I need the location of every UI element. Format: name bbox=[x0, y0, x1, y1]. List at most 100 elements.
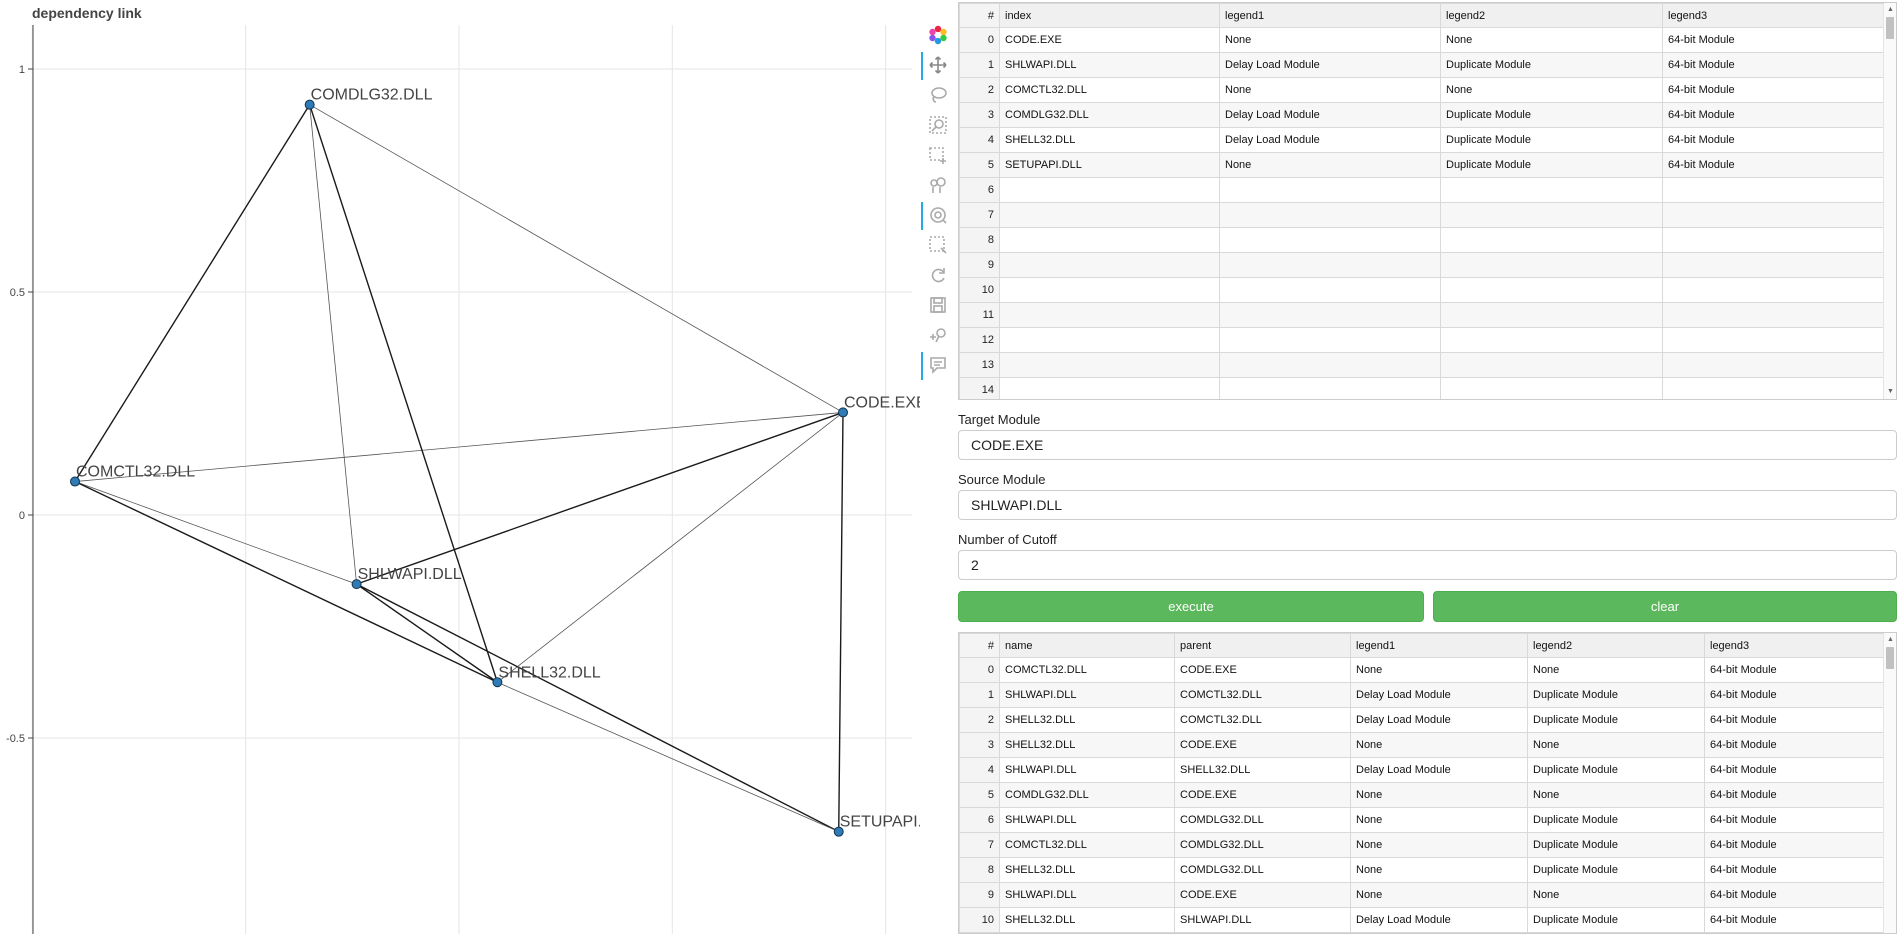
table-cell[interactable]: 64-bit Module bbox=[1704, 857, 1885, 883]
edge-line[interactable] bbox=[74, 412, 844, 482]
row-number[interactable]: 1 bbox=[959, 52, 1000, 78]
row-number[interactable]: 2 bbox=[959, 707, 1000, 733]
table-cell[interactable] bbox=[1662, 302, 1885, 328]
column-header[interactable]: # bbox=[959, 633, 1000, 658]
table-cell[interactable]: 64-bit Module bbox=[1662, 77, 1885, 103]
table-cell[interactable]: 64-bit Module bbox=[1662, 102, 1885, 128]
table-cell[interactable]: Duplicate Module bbox=[1527, 757, 1705, 783]
edge-line[interactable] bbox=[356, 583, 840, 833]
row-number[interactable]: 8 bbox=[959, 857, 1000, 883]
edge-line[interactable] bbox=[356, 411, 844, 585]
table-cell[interactable]: CODE.EXE bbox=[1174, 657, 1351, 683]
scroll-up-icon[interactable]: ▲ bbox=[1887, 636, 1894, 643]
table-cell[interactable] bbox=[1440, 252, 1663, 278]
edge-line[interactable] bbox=[497, 681, 839, 833]
row-number[interactable]: 0 bbox=[959, 27, 1000, 53]
row-number[interactable]: 8 bbox=[959, 227, 1000, 253]
table-cell[interactable]: SHELL32.DLL bbox=[999, 127, 1220, 153]
point-draw-icon[interactable] bbox=[925, 172, 951, 198]
bokeh-logo-icon[interactable] bbox=[925, 22, 951, 48]
row-number[interactable]: 7 bbox=[959, 832, 1000, 858]
table-cell[interactable]: SETUPAPI.DLL bbox=[999, 152, 1220, 178]
table-cell[interactable] bbox=[999, 302, 1220, 328]
table-cell[interactable]: SHLWAPI.DLL bbox=[999, 757, 1175, 783]
table-cell[interactable] bbox=[999, 352, 1220, 378]
table-cell[interactable] bbox=[1662, 202, 1885, 228]
table-row[interactable]: 14 bbox=[959, 377, 1885, 399]
table-row[interactable]: 8 bbox=[959, 227, 1885, 253]
table-cell[interactable]: SHELL32.DLL bbox=[999, 707, 1175, 733]
table-cell[interactable]: SHELL32.DLL bbox=[999, 857, 1175, 883]
table-cell[interactable] bbox=[1219, 202, 1441, 228]
box-zoom-icon[interactable] bbox=[925, 232, 951, 258]
table-cell[interactable]: None bbox=[1219, 27, 1441, 53]
cutoff-input[interactable] bbox=[958, 550, 1897, 580]
row-number[interactable]: 6 bbox=[959, 177, 1000, 203]
table-cell[interactable] bbox=[1219, 377, 1441, 399]
table-cell[interactable]: COMCTL32.DLL bbox=[999, 832, 1175, 858]
table-cell[interactable] bbox=[1440, 302, 1663, 328]
edge-line[interactable] bbox=[356, 583, 498, 683]
table-row[interactable]: 13 bbox=[959, 352, 1885, 378]
table-cell[interactable] bbox=[1440, 177, 1663, 203]
edge-line[interactable] bbox=[74, 481, 357, 585]
table-cell[interactable]: Duplicate Module bbox=[1440, 152, 1663, 178]
table-cell[interactable] bbox=[1662, 352, 1885, 378]
table-cell[interactable] bbox=[1662, 377, 1885, 399]
table-cell[interactable]: CODE.EXE bbox=[999, 27, 1220, 53]
table-cell[interactable] bbox=[1662, 177, 1885, 203]
table-cell[interactable] bbox=[1440, 277, 1663, 303]
row-number[interactable]: 11 bbox=[959, 302, 1000, 328]
table-row[interactable]: 7 bbox=[959, 202, 1885, 228]
column-header[interactable]: legend2 bbox=[1440, 3, 1663, 28]
table-cell[interactable] bbox=[999, 177, 1220, 203]
edge-line[interactable] bbox=[309, 104, 499, 683]
table-cell[interactable]: COMCTL32.DLL bbox=[1174, 682, 1351, 708]
crosshair-icon[interactable] bbox=[925, 322, 951, 348]
scroll-thumb[interactable] bbox=[1886, 17, 1894, 39]
table-cell[interactable]: SHELL32.DLL bbox=[1174, 757, 1351, 783]
row-number[interactable]: 1 bbox=[959, 682, 1000, 708]
column-header[interactable]: # bbox=[959, 3, 1000, 28]
table-cell[interactable] bbox=[999, 202, 1220, 228]
table-cell[interactable]: SHLWAPI.DLL bbox=[999, 807, 1175, 833]
table-cell[interactable]: Duplicate Module bbox=[1527, 857, 1705, 883]
table-cell[interactable]: 64-bit Module bbox=[1662, 152, 1885, 178]
table-cell[interactable]: SHLWAPI.DLL bbox=[999, 682, 1175, 708]
table-cell[interactable]: None bbox=[1350, 782, 1528, 808]
table-cell[interactable]: Delay Load Module bbox=[1219, 102, 1441, 128]
table-cell[interactable] bbox=[1662, 327, 1885, 353]
row-number[interactable]: 0 bbox=[959, 657, 1000, 683]
row-number[interactable]: 5 bbox=[959, 782, 1000, 808]
table-cell[interactable]: Delay Load Module bbox=[1350, 682, 1528, 708]
table-cell[interactable]: None bbox=[1350, 882, 1528, 908]
graph-node[interactable] bbox=[70, 476, 80, 487]
table-cell[interactable]: COMCTL32.DLL bbox=[999, 657, 1175, 683]
table-cell[interactable] bbox=[999, 277, 1220, 303]
table-cell[interactable]: COMDLG32.DLL bbox=[999, 782, 1175, 808]
table-cell[interactable]: None bbox=[1527, 732, 1705, 758]
row-number[interactable]: 13 bbox=[959, 352, 1000, 378]
row-number[interactable]: 14 bbox=[959, 377, 1000, 399]
table-cell[interactable]: SHELL32.DLL bbox=[999, 907, 1175, 933]
row-number[interactable]: 10 bbox=[959, 907, 1000, 933]
edge-line[interactable] bbox=[309, 104, 844, 413]
table-cell[interactable]: None bbox=[1527, 657, 1705, 683]
column-header[interactable]: parent bbox=[1174, 633, 1351, 658]
table-cell[interactable]: 64-bit Module bbox=[1704, 757, 1885, 783]
row-number[interactable]: 6 bbox=[959, 807, 1000, 833]
table-cell[interactable] bbox=[1219, 302, 1441, 328]
column-header[interactable]: index bbox=[999, 3, 1220, 28]
edges-table-scrollbar[interactable]: ▲ bbox=[1883, 633, 1896, 933]
scroll-up-icon[interactable]: ▲ bbox=[1887, 6, 1894, 13]
